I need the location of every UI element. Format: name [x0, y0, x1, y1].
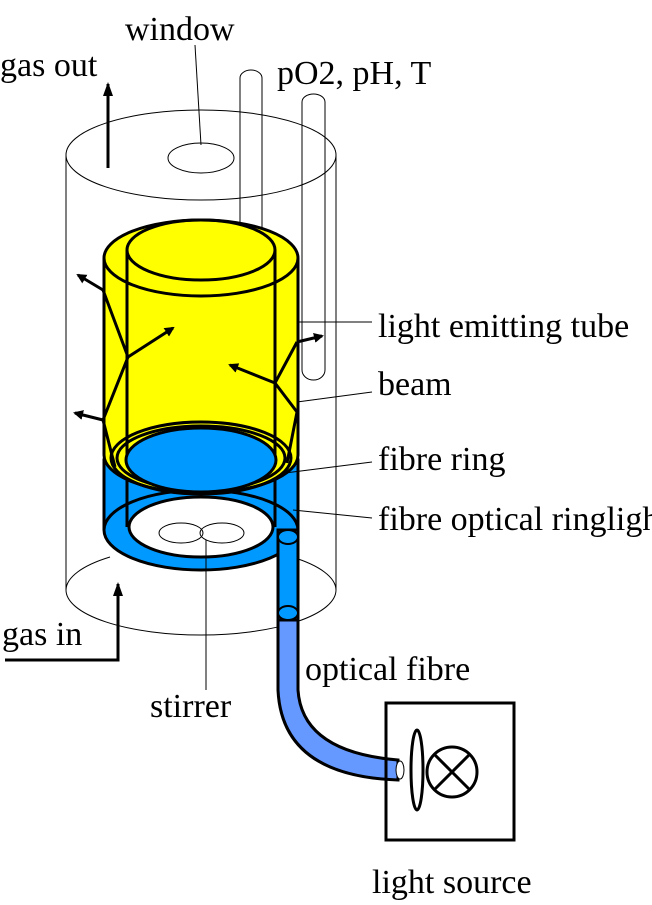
label-probes: pO2, pH, T	[277, 55, 431, 92]
label-window: window	[125, 11, 235, 48]
label-fibre-ring: fibre ring	[378, 441, 505, 478]
label-optical-fibre: optical fibre	[305, 651, 470, 688]
window-leader	[194, 44, 202, 146]
label-stirrer: stirrer	[150, 688, 232, 725]
fibre-ring	[109, 420, 293, 496]
label-light-source: light source	[372, 864, 532, 901]
label-beam: beam	[378, 366, 452, 403]
vessel	[65, 109, 337, 636]
lamp-icon	[425, 745, 479, 799]
light-source	[384, 701, 516, 842]
label-gas-out: gas out	[0, 47, 98, 84]
beam-rays	[73, 273, 324, 468]
label-light-emitting-tube: light emitting tube	[378, 308, 629, 345]
label-fibre-optical-ringlight: fibre optical ringlight	[378, 501, 652, 538]
stirrer	[158, 522, 245, 690]
label-gas-in: gas in	[2, 616, 82, 653]
optical-fibre	[276, 528, 405, 782]
window	[167, 142, 235, 174]
leader-lines	[284, 321, 373, 519]
lens-icon	[409, 728, 425, 812]
probes	[239, 69, 326, 381]
gas-in-arrow	[5, 582, 123, 662]
